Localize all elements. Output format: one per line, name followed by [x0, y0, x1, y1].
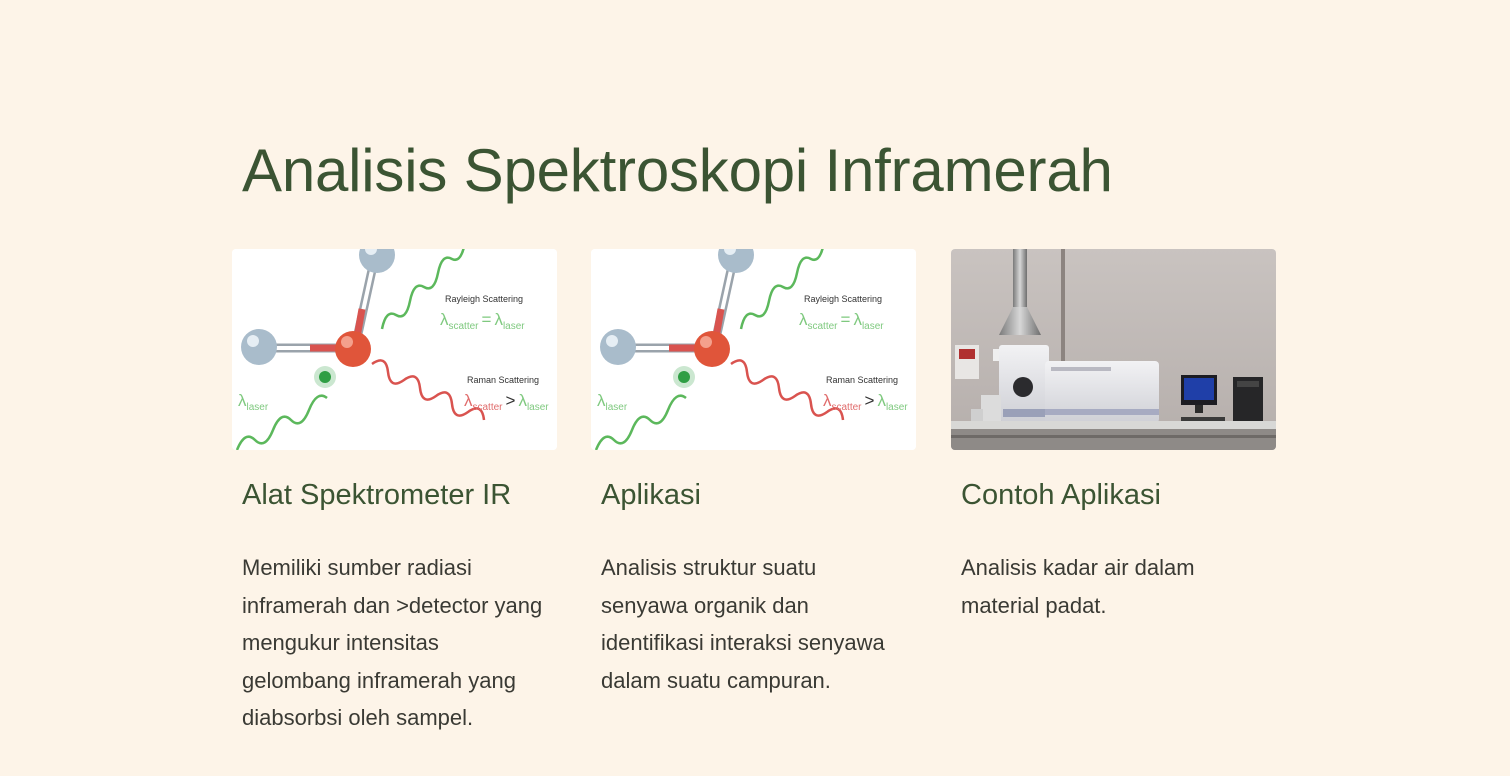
lab-photo-svg	[951, 249, 1276, 450]
raman-scattering-diagram: Rayleigh Scattering λscatter=λlaser Rama…	[232, 249, 557, 450]
card-heading: Aplikasi	[601, 479, 701, 511]
card-ir-spectrometer: Rayleigh Scattering λscatter=λlaser Rama…	[232, 249, 557, 730]
svg-text:λscatter>λlaser: λscatter>λlaser	[464, 391, 549, 413]
raman-diagram-svg: Rayleigh Scattering λscatter=λlaser Rama…	[232, 249, 557, 450]
card-heading: Alat Spektrometer IR	[242, 479, 512, 511]
card-body: Memiliki sumber radiasi inframerah dan >…	[242, 555, 543, 730]
raman-diagram-svg: Rayleigh Scattering λscatter=λlaser Rama…	[591, 249, 916, 450]
card-body: Analisis struktur suatu senyawa organik …	[601, 555, 885, 693]
svg-text:λlaser: λlaser	[238, 391, 269, 413]
raman-label: Raman Scattering	[467, 375, 539, 385]
svg-text:λlaser: λlaser	[597, 391, 628, 413]
svg-text:λscatter=λlaser: λscatter=λlaser	[440, 310, 525, 332]
card-body: Analisis kadar air dalam material padat.	[961, 555, 1195, 618]
svg-text:λscatter=λlaser: λscatter=λlaser	[799, 310, 884, 332]
rayleigh-label: Rayleigh Scattering	[804, 294, 882, 304]
raman-label: Raman Scattering	[826, 375, 898, 385]
card-heading: Contoh Aplikasi	[961, 479, 1161, 511]
slide-title: Analisis Spektroskopi Inframerah	[242, 137, 1113, 204]
card-aplikasi: Rayleigh Scattering λscatter=λlaser Rama…	[591, 249, 916, 693]
svg-text:λscatter>λlaser: λscatter>λlaser	[823, 391, 908, 413]
rayleigh-label: Rayleigh Scattering	[445, 294, 523, 304]
card-contoh-aplikasi: Contoh Aplikasi Analisis kadar air dalam…	[951, 249, 1276, 618]
lab-instrument-photo	[951, 249, 1276, 450]
raman-scattering-diagram: Rayleigh Scattering λscatter=λlaser Rama…	[591, 249, 916, 450]
